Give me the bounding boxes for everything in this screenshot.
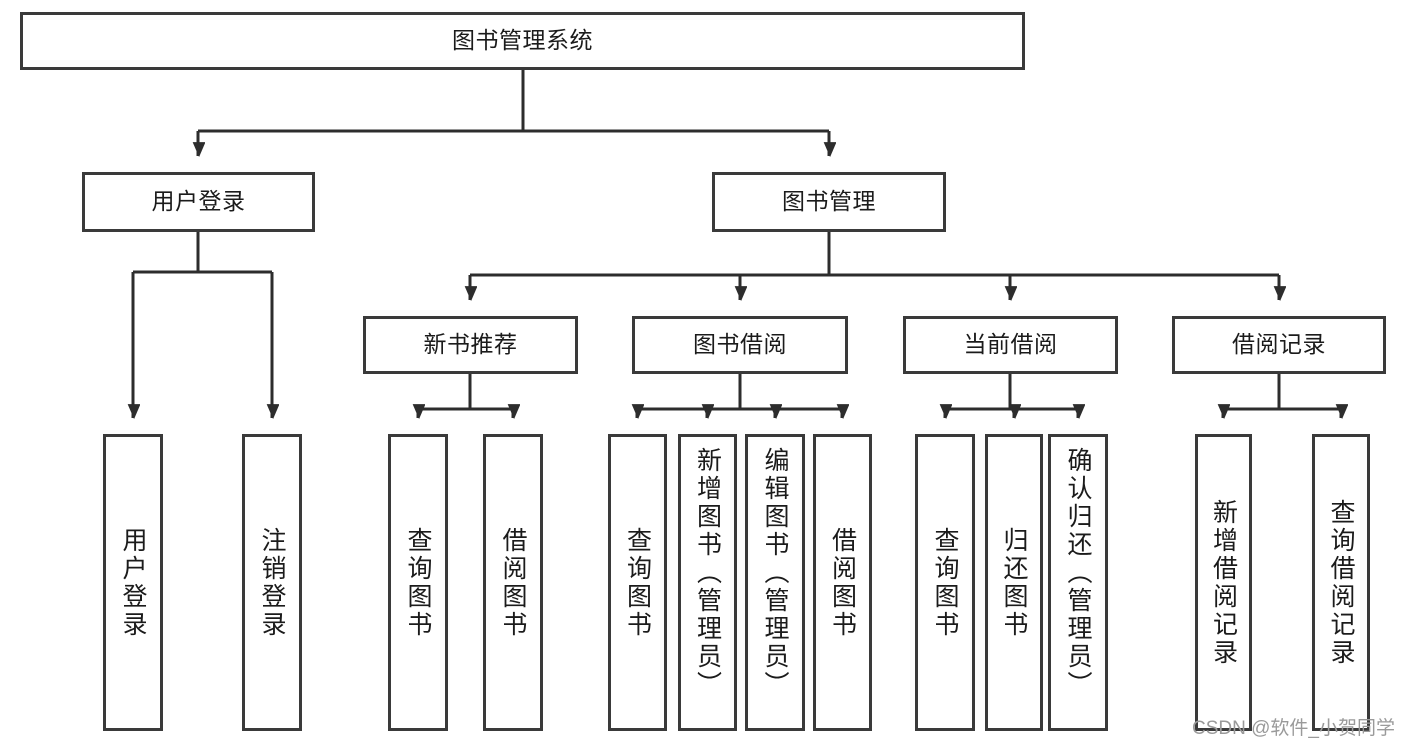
node-leaf-return-book[interactable]: 归还图书 [985, 434, 1043, 731]
node-leaf-query-record-label: 查询借阅记录 [1327, 498, 1355, 667]
node-leaf-query-book-borrow[interactable]: 查询图书 [608, 434, 667, 731]
node-leaf-logout-label: 注销登录 [258, 526, 286, 639]
node-leaf-borrow-book[interactable]: 借阅图书 [813, 434, 872, 731]
node-leaf-borrow-book-new[interactable]: 借阅图书 [483, 434, 543, 731]
node-new-book-recommend-label: 新书推荐 [423, 331, 518, 358]
node-leaf-user-login-label: 用户登录 [119, 526, 147, 639]
node-leaf-query-book-new-label: 查询图书 [404, 526, 432, 639]
node-leaf-confirm-return-label: 确认归还（管理员） [1064, 447, 1092, 699]
node-leaf-edit-book[interactable]: 编辑图书（管理员） [745, 434, 805, 731]
node-leaf-query-book-borrow-label: 查询图书 [623, 526, 652, 639]
node-book-manage[interactable]: 图书管理 [712, 172, 946, 232]
node-leaf-user-login[interactable]: 用户登录 [103, 434, 163, 731]
node-leaf-add-book[interactable]: 新增图书（管理员） [678, 434, 737, 731]
node-leaf-query-book-new[interactable]: 查询图书 [388, 434, 448, 731]
node-leaf-add-book-label: 新增图书（管理员） [693, 447, 722, 699]
node-root-label: 图书管理系统 [452, 27, 593, 54]
node-leaf-edit-book-label: 编辑图书（管理员） [761, 447, 789, 699]
node-current-borrow[interactable]: 当前借阅 [903, 316, 1118, 374]
node-book-borrow-label: 图书借阅 [693, 331, 787, 358]
node-new-book-recommend[interactable]: 新书推荐 [363, 316, 578, 374]
node-leaf-add-record[interactable]: 新增借阅记录 [1195, 434, 1252, 731]
node-leaf-query-book-current-label: 查询图书 [931, 526, 959, 639]
node-leaf-confirm-return[interactable]: 确认归还（管理员） [1048, 434, 1108, 731]
node-leaf-query-record[interactable]: 查询借阅记录 [1312, 434, 1370, 731]
node-user-login[interactable]: 用户登录 [82, 172, 315, 232]
node-leaf-add-record-label: 新增借阅记录 [1209, 498, 1238, 667]
watermark-text: CSDN @软件_小贺同学 [1192, 718, 1395, 739]
node-book-borrow[interactable]: 图书借阅 [632, 316, 848, 374]
node-leaf-return-book-label: 归还图书 [1000, 526, 1028, 639]
node-leaf-logout[interactable]: 注销登录 [242, 434, 302, 731]
node-current-borrow-label: 当前借阅 [963, 331, 1058, 358]
node-root[interactable]: 图书管理系统 [20, 12, 1025, 70]
node-leaf-borrow-book-label: 借阅图书 [828, 526, 857, 639]
node-book-manage-label: 图书管理 [782, 188, 876, 215]
node-leaf-borrow-book-new-label: 借阅图书 [499, 526, 527, 639]
node-leaf-query-book-current[interactable]: 查询图书 [915, 434, 975, 731]
node-borrow-record-label: 借阅记录 [1232, 331, 1326, 358]
node-borrow-record[interactable]: 借阅记录 [1172, 316, 1386, 374]
node-user-login-label: 用户登录 [151, 188, 246, 215]
